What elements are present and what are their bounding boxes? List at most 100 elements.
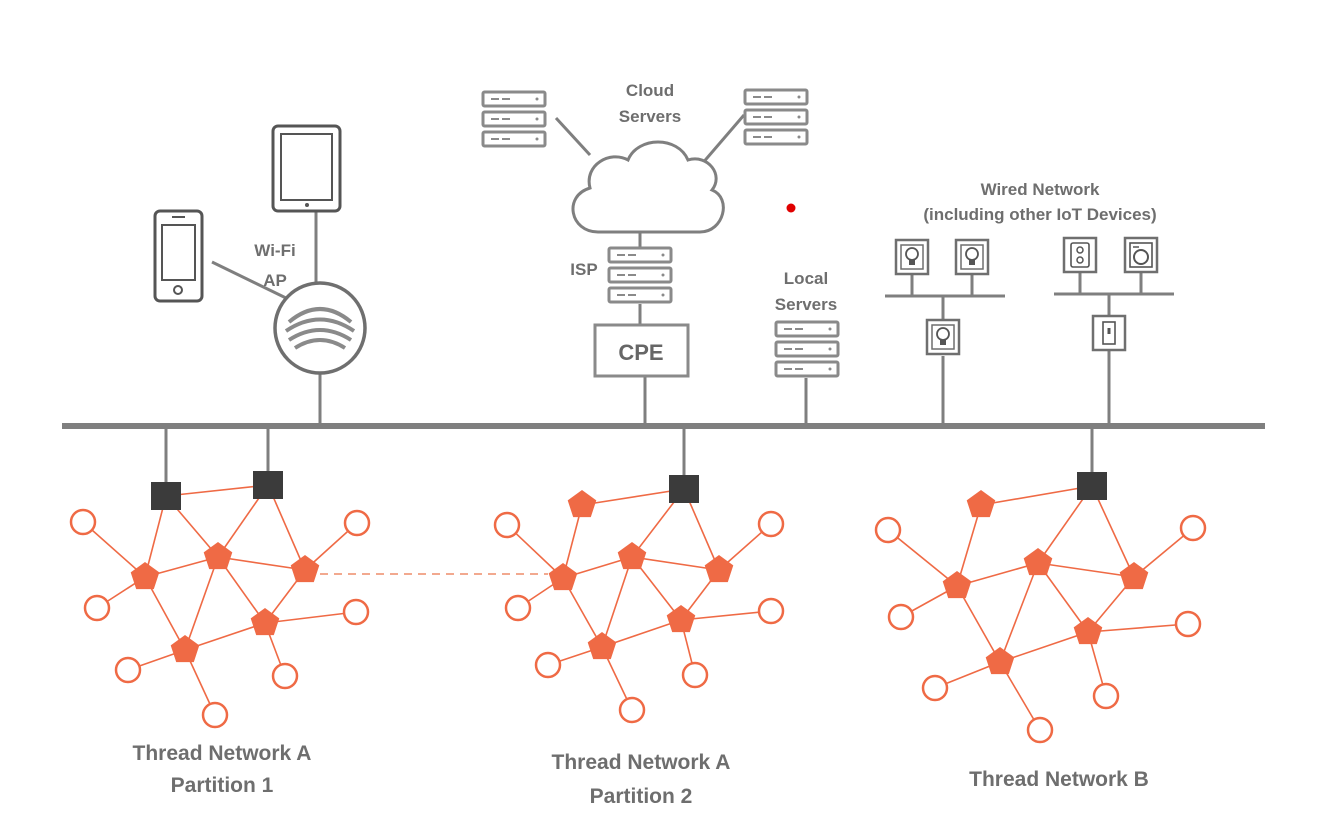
server-rack-icon bbox=[607, 246, 673, 304]
mesh-link bbox=[1037, 562, 1135, 578]
wired-network-label-line1: Wired Network bbox=[981, 180, 1100, 199]
router-node bbox=[704, 555, 734, 583]
mesh-link bbox=[956, 504, 982, 587]
mesh-link bbox=[264, 611, 357, 624]
mesh-link bbox=[680, 610, 772, 621]
smartphone-icon bbox=[153, 209, 204, 303]
tablet-icon bbox=[271, 124, 342, 213]
thread-network-a-partition-1 bbox=[69, 471, 371, 729]
server-rack-icon bbox=[743, 88, 809, 146]
thread-network-a-partition-2 bbox=[493, 475, 785, 724]
mesh-link bbox=[82, 521, 146, 578]
end-device-node bbox=[921, 674, 949, 702]
wifi-ap-label-line1: Wi-Fi bbox=[254, 241, 295, 260]
router-node bbox=[203, 542, 233, 570]
end-device-node bbox=[1092, 682, 1120, 710]
cloud-icon bbox=[571, 140, 725, 234]
thread-a1-title-line2: Partition 1 bbox=[171, 774, 274, 797]
router-node bbox=[942, 571, 972, 599]
thread-b-title: Thread Network B bbox=[969, 768, 1149, 791]
thread-a2-title-line2: Partition 2 bbox=[590, 785, 693, 808]
end-device-node bbox=[618, 696, 646, 724]
end-device-node bbox=[271, 662, 299, 690]
local-servers-group: Local Servers bbox=[774, 269, 840, 378]
server-rack-icon bbox=[774, 320, 840, 378]
cloud-servers-label-line2: Servers bbox=[619, 107, 681, 126]
infrastructure bbox=[62, 350, 1265, 484]
mesh-link bbox=[631, 556, 720, 571]
mesh-link bbox=[956, 585, 1001, 663]
end-device-node bbox=[114, 656, 142, 684]
cloud-servers-group: Cloud Servers bbox=[481, 81, 809, 234]
router-node bbox=[1023, 548, 1053, 576]
thread-a1-title-line1: Thread Network A bbox=[133, 742, 312, 765]
end-device-node bbox=[1026, 716, 1054, 744]
router-node bbox=[966, 490, 996, 518]
mesh-link bbox=[165, 484, 269, 497]
mesh-link bbox=[999, 631, 1089, 663]
mesh-link bbox=[144, 576, 186, 651]
router-node bbox=[170, 635, 200, 663]
cpe-label: CPE bbox=[618, 340, 663, 365]
router-node bbox=[587, 632, 617, 660]
isp-cpe-group: ISP CPE bbox=[570, 232, 690, 378]
border-router-node bbox=[253, 471, 283, 499]
local-servers-label-line1: Local bbox=[784, 269, 828, 288]
wired-network-group: Wired Network (including other IoT Devic… bbox=[885, 180, 1174, 356]
end-device-node bbox=[343, 509, 371, 537]
mesh-link bbox=[184, 556, 219, 651]
thread-a2-title-line1: Thread Network A bbox=[552, 751, 731, 774]
wired-network-label-line2: (including other IoT Devices) bbox=[923, 205, 1156, 224]
router-node bbox=[250, 608, 280, 636]
border-router-node bbox=[151, 482, 181, 510]
thread-network-b bbox=[874, 472, 1207, 744]
router-node bbox=[1119, 562, 1149, 590]
end-device-node bbox=[69, 508, 97, 536]
mesh-link bbox=[267, 484, 306, 571]
mesh-link bbox=[980, 485, 1093, 506]
cloud-servers-label-line1: Cloud bbox=[626, 81, 674, 100]
mesh-link bbox=[999, 562, 1039, 663]
wifi-ap-label-line2: AP bbox=[263, 271, 287, 290]
wifi-access-point-icon bbox=[273, 281, 367, 375]
end-device-node bbox=[887, 603, 915, 631]
end-device-node bbox=[757, 510, 785, 538]
border-router-node bbox=[1077, 472, 1107, 500]
cpe-box bbox=[593, 323, 690, 378]
mesh-link bbox=[217, 556, 306, 571]
local-servers-label-line2: Servers bbox=[775, 295, 837, 314]
end-device-node bbox=[1174, 610, 1202, 638]
light-bulb-switch-icon bbox=[894, 238, 930, 276]
mesh-link bbox=[1091, 485, 1135, 578]
red-marker-dot bbox=[786, 203, 796, 213]
end-device-node bbox=[83, 594, 111, 622]
border-router-node bbox=[669, 475, 699, 503]
power-outlet-icon bbox=[1062, 236, 1098, 274]
washing-machine-icon bbox=[1123, 236, 1159, 274]
router-node bbox=[666, 605, 696, 633]
end-device-node bbox=[493, 511, 521, 539]
wifi-access-point-group: Wi-Fi AP bbox=[153, 124, 367, 375]
mesh-link bbox=[1087, 623, 1189, 633]
router-node bbox=[1073, 617, 1103, 645]
router-node bbox=[290, 555, 320, 583]
end-device-node bbox=[681, 661, 709, 689]
isp-label: ISP bbox=[570, 260, 597, 279]
light-bulb-switch-icon bbox=[954, 238, 990, 276]
router-node bbox=[567, 490, 597, 518]
end-device-node bbox=[504, 594, 532, 622]
end-device-node bbox=[1179, 514, 1207, 542]
mesh-link bbox=[887, 529, 958, 587]
light-bulb-switch-icon bbox=[925, 318, 961, 356]
light-switch-icon bbox=[1091, 314, 1127, 352]
mesh-link bbox=[581, 488, 685, 506]
end-device-node bbox=[757, 597, 785, 625]
server-rack-icon bbox=[481, 90, 547, 148]
end-device-node bbox=[342, 598, 370, 626]
router-node bbox=[985, 647, 1015, 675]
end-device-node bbox=[874, 516, 902, 544]
mesh-link bbox=[601, 556, 633, 648]
end-device-node bbox=[534, 651, 562, 679]
router-node bbox=[130, 562, 160, 590]
